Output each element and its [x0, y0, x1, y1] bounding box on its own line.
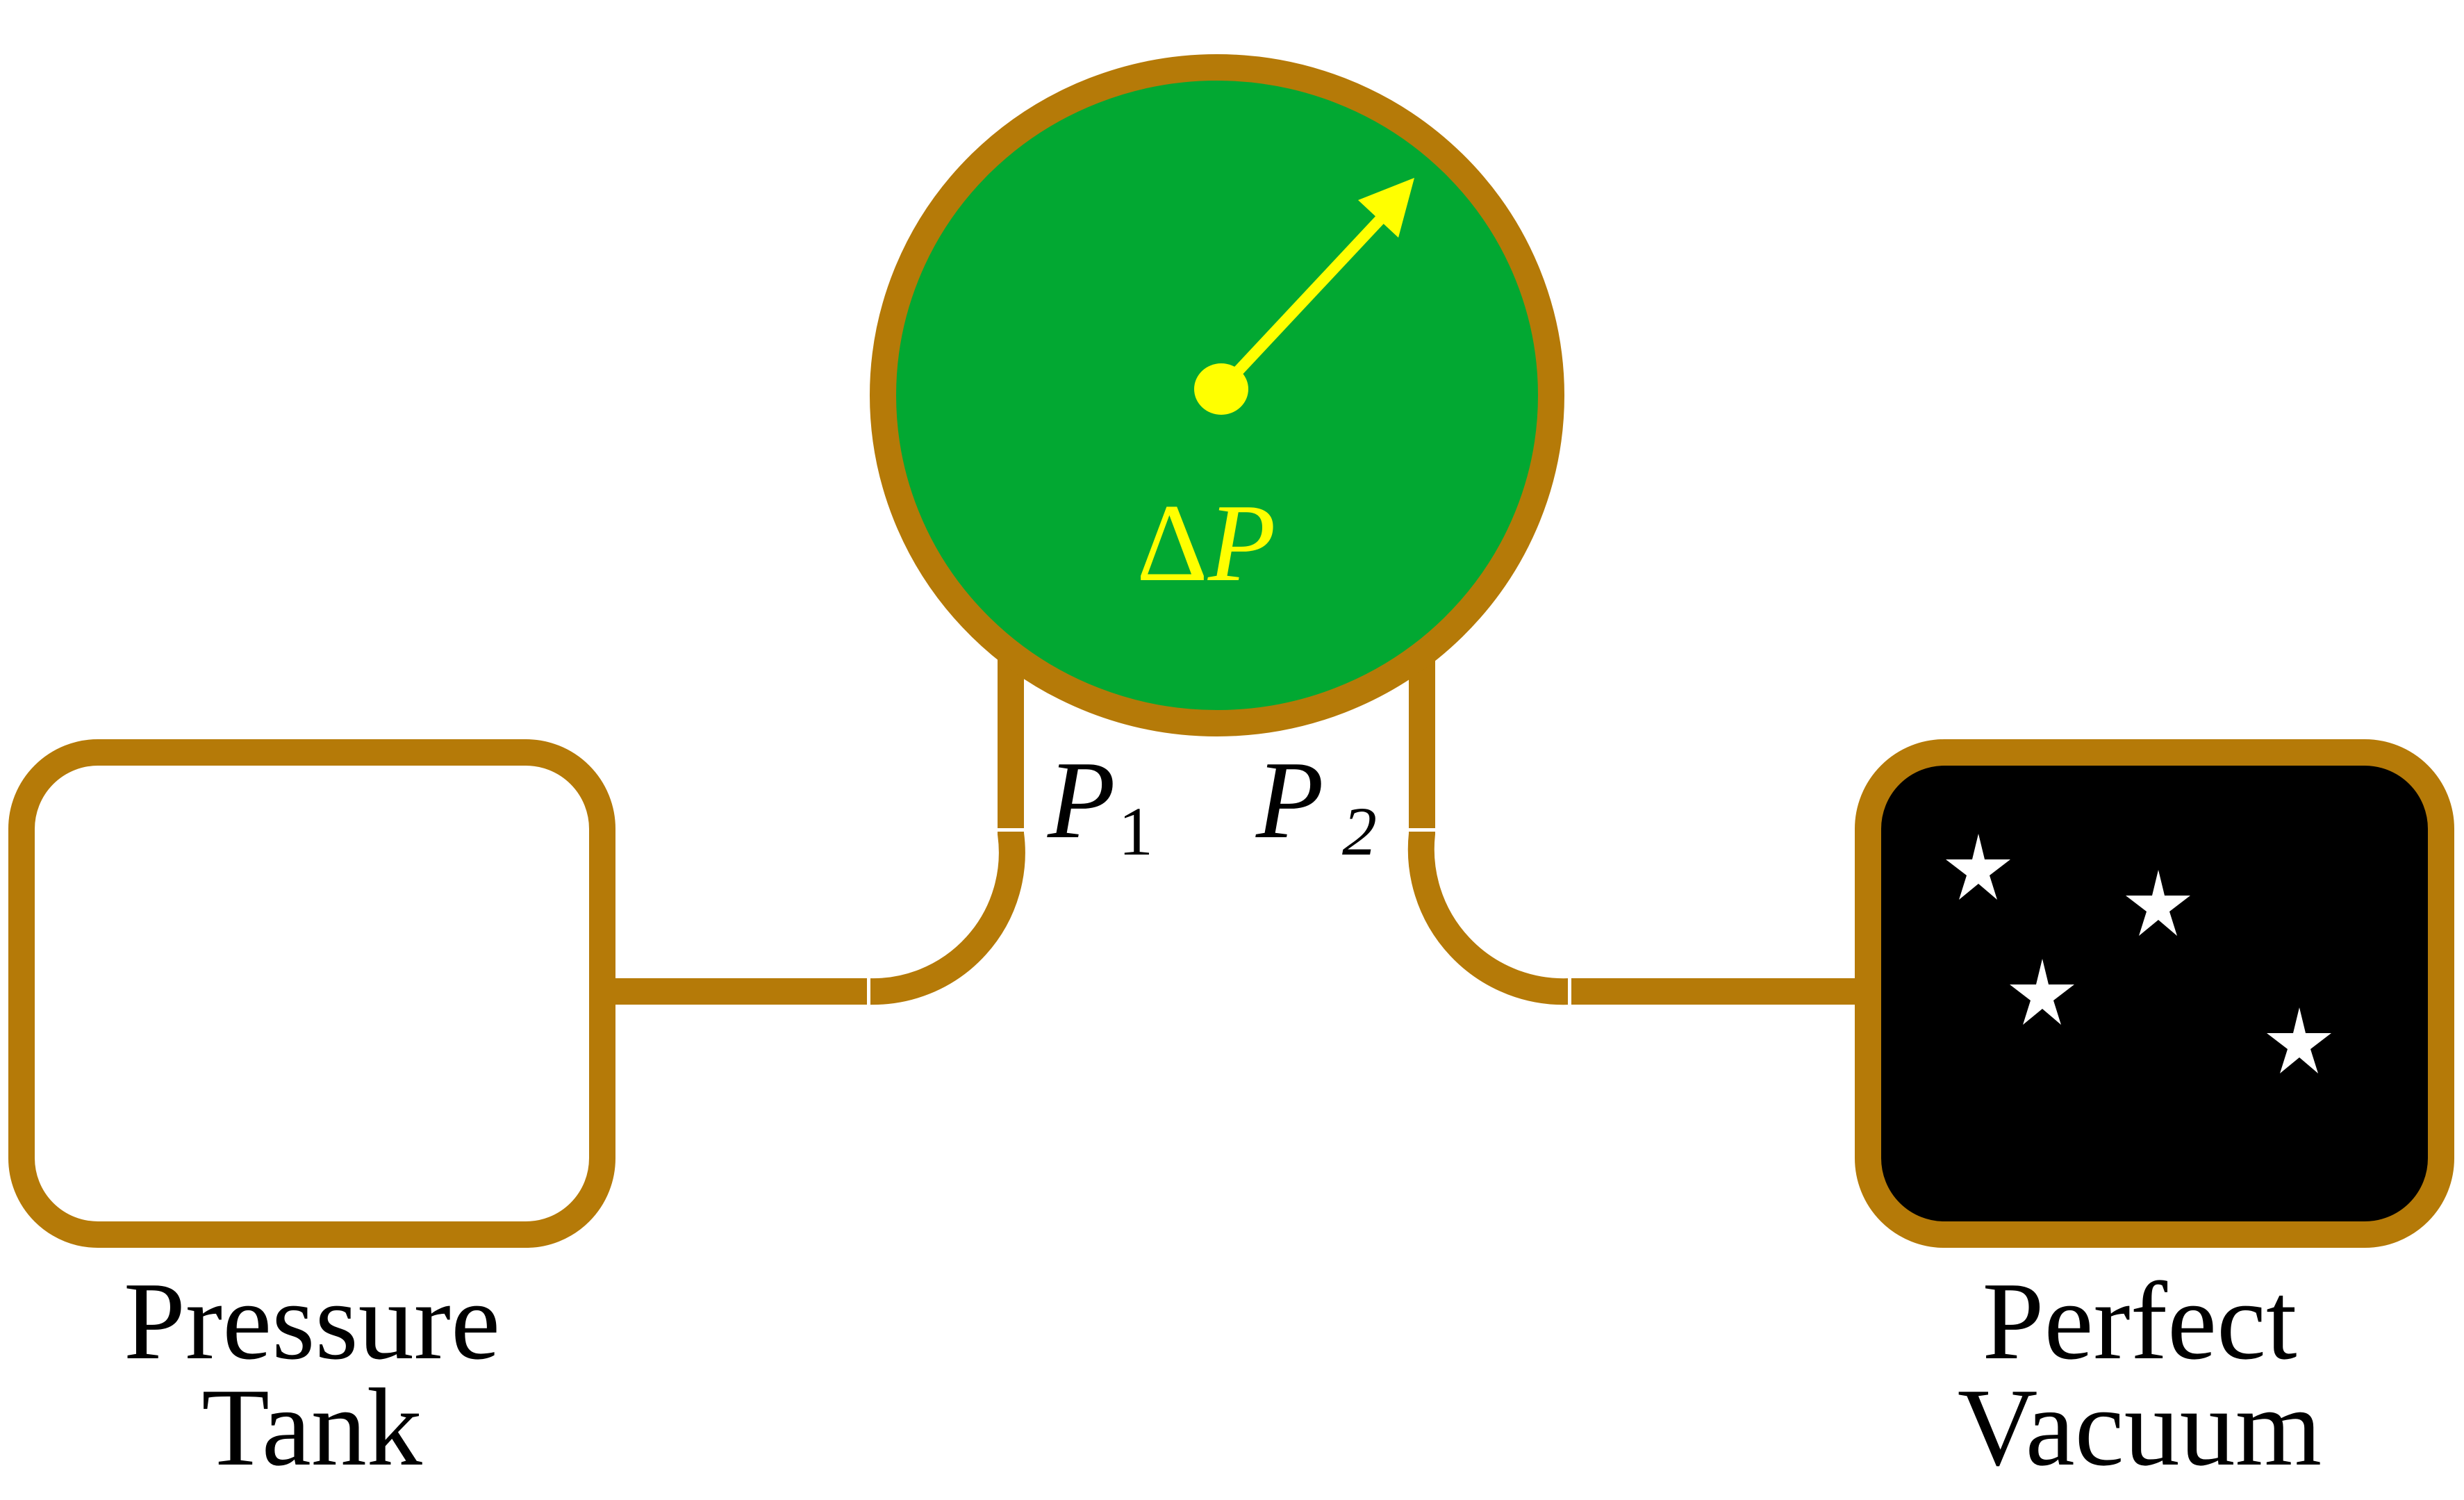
- needle-pivot: [1194, 363, 1248, 415]
- left-elbow-joint: [867, 978, 870, 1005]
- vacuum-tank-label-line2: Vacuum: [1958, 1365, 2322, 1489]
- right-pipe: [1407, 652, 1868, 1005]
- gauge-delta-symbol: Δ: [1136, 481, 1208, 604]
- needle-arrow-icon: [1194, 178, 1414, 415]
- pressure-tank: [8, 739, 615, 1248]
- left-pipe-joint: [998, 828, 1024, 832]
- vacuum-tank: [1855, 739, 2454, 1248]
- gauge-symbol: ΔP: [1136, 481, 1276, 604]
- left-pipe: [602, 652, 1025, 1005]
- right-elbow-joint: [1568, 978, 1571, 1005]
- gauge-icon: ΔP: [870, 54, 1564, 736]
- stars: [1946, 834, 2331, 1073]
- port-label-p1-subscript: 1: [1118, 793, 1153, 870]
- pressure-tank-label-line1: Pressure: [124, 1259, 500, 1383]
- vacuum-tank-label-line1: Perfect: [1982, 1259, 2297, 1383]
- gauge-p-symbol: P: [1207, 481, 1276, 604]
- port-label-p2: P: [1255, 738, 1324, 862]
- star-icon: [2267, 1007, 2331, 1073]
- star-icon: [2126, 870, 2190, 936]
- port-label-p1: P: [1047, 738, 1116, 862]
- port-label-p2-subscript: 2: [1342, 793, 1377, 870]
- right-pipe-joint: [1409, 828, 1435, 832]
- star-icon: [2010, 959, 2074, 1025]
- pressure-tank-label-line2: Tank: [201, 1365, 422, 1489]
- star-icon: [1946, 834, 2010, 900]
